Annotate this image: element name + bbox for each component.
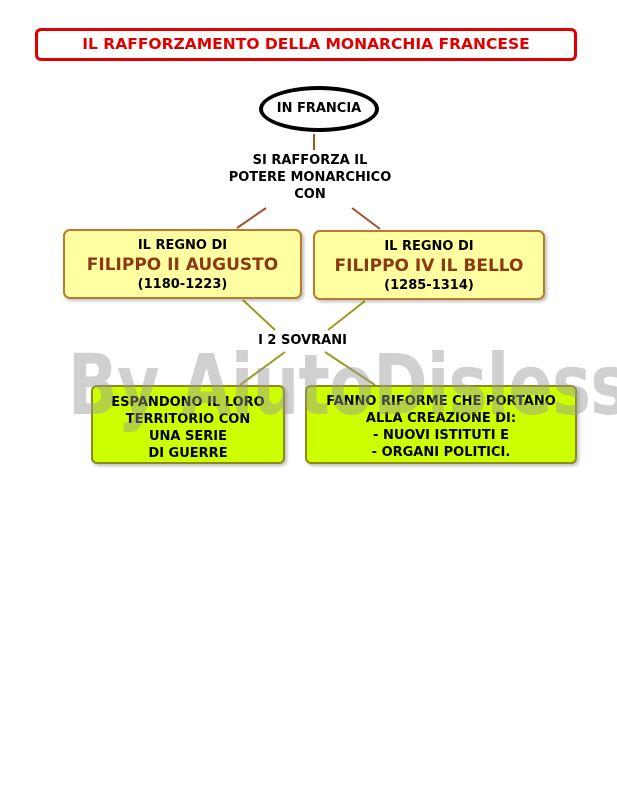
link-text: SI RAFFORZA IL POTERE MONARCHICO CON (200, 152, 420, 203)
page-title: IL RAFFORZAMENTO DELLA MONARCHIA FRANCES… (35, 28, 577, 61)
connector-text-to-reign-a (236, 207, 267, 229)
reign-years: (1180-1223) (137, 277, 228, 292)
link-text-line-3: CON (294, 187, 326, 202)
connector-reign-a-to-sovrani (242, 299, 276, 331)
link-text-line-1: SI RAFFORZA IL (252, 153, 368, 168)
reign-box-filippo-iv: IL REGNO DI FILIPPO IV IL BELLO (1285-13… (313, 230, 545, 300)
outcome-line: ESPANDONO IL LORO (111, 395, 265, 410)
outcome-line: ALLA CREAZIONE DI: (365, 411, 517, 426)
connector-text-to-reign-b (351, 207, 381, 230)
reign-prefix: IL REGNO DI (384, 239, 474, 254)
connector-sovrani-to-outcome-b (324, 351, 376, 386)
outcome-line: DI GUERRE (148, 446, 228, 461)
outcome-line: TERRITORIO CON (125, 412, 251, 427)
outcome-line: - NUOVI ISTITUTI E (373, 428, 509, 443)
outcome-line: FANNO RIFORME CHE PORTANO (326, 394, 556, 409)
root-node: IN FRANCIA (259, 86, 379, 132)
outcome-box-reforms: FANNO RIFORME CHE PORTANO ALLA CREAZIONE… (305, 385, 577, 464)
reign-prefix: IL REGNO DI (137, 238, 228, 253)
connector-reign-b-to-sovrani (327, 300, 366, 331)
link-text-line-2: POTERE MONARCHICO (228, 170, 392, 185)
outcome-line: - ORGANI POLITICI. (371, 445, 511, 460)
connector-sovrani-to-outcome-a (239, 351, 286, 386)
middle-node: I 2 SOVRANI (258, 333, 347, 348)
reign-years: (1285-1314) (384, 278, 474, 293)
reign-box-filippo-ii: IL REGNO DI FILIPPO II AUGUSTO (1180-122… (63, 229, 302, 299)
outcome-line: UNA SERIE (149, 429, 227, 444)
reign-name: FILIPPO IV IL BELLO (334, 256, 524, 276)
reign-name: FILIPPO II AUGUSTO (86, 255, 279, 275)
outcome-box-wars: ESPANDONO IL LORO TERRITORIO CON UNA SER… (91, 385, 285, 464)
